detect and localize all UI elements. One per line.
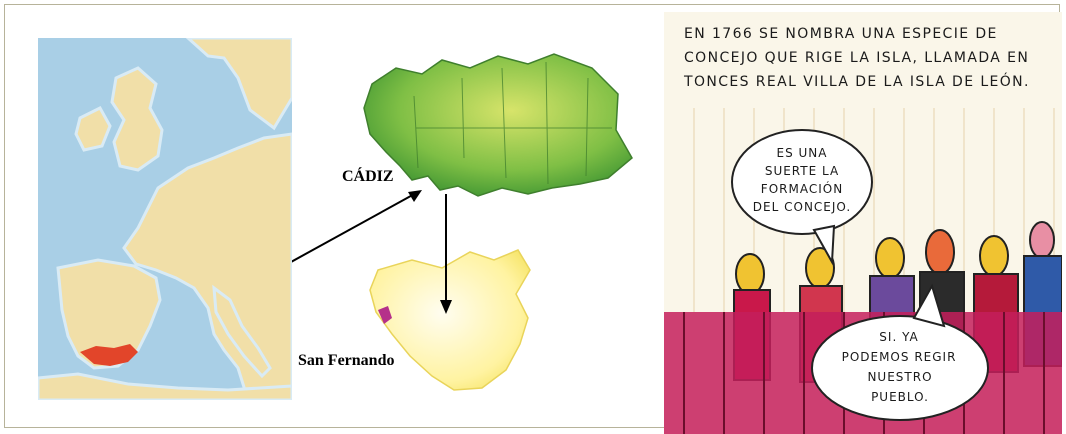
- comic-caption-line-3: TONCES REAL VILLA DE LA ISLA DE LEÓN.: [684, 74, 1030, 90]
- san-fernando-label: San Fernando: [298, 352, 395, 369]
- regional-maps: [292, 38, 668, 400]
- continental-europe: [122, 132, 292, 400]
- ireland: [74, 106, 112, 152]
- iberian-peninsula: [56, 258, 162, 370]
- arrow-head-province: [440, 300, 452, 314]
- arrow-head-cadiz: [408, 190, 422, 202]
- bubble-1-line-2: SUERTE LA: [764, 164, 840, 178]
- speech-bubble-1-tail: [812, 224, 836, 266]
- bubble-1-line-3: FORMACIÓN: [760, 182, 844, 196]
- bubble-2-line-2: PODEMOS REGIR: [841, 350, 957, 364]
- andalusia-map: [363, 53, 633, 197]
- europe-map-svg: [38, 38, 292, 400]
- comic-drawing: [664, 12, 1062, 434]
- regional-maps-svg: [292, 53, 633, 391]
- italy: [212, 284, 272, 379]
- speech-bubble-1: [731, 129, 873, 235]
- bubble-2-line-3: NUESTRO: [867, 370, 933, 384]
- province-borders: [413, 61, 612, 185]
- bubble-1-line-1: ES UNA: [776, 146, 828, 160]
- scandinavia: [185, 38, 292, 131]
- comic-caption-line-2: CONCEJO QUE RIGE LA ISLA, LLAMADA EN: [684, 50, 1030, 66]
- arrow-europe-to-cadiz: [292, 191, 419, 263]
- speech-bubble-2: [811, 315, 989, 421]
- europe-map: [38, 38, 292, 400]
- bubble-2-line-4: PUEBLO.: [871, 390, 929, 404]
- cadiz-province-map: [369, 249, 531, 391]
- cadiz-label: CÁDIZ: [342, 168, 394, 185]
- comic-panel: EN 1766 SE NOMBRA UNA ESPECIE DE CONCEJO…: [664, 12, 1062, 434]
- bubble-1-line-4: DEL CONCEJO.: [752, 200, 852, 214]
- great-britain: [110, 66, 164, 172]
- north-africa: [38, 372, 292, 400]
- comic-caption-line-1: EN 1766 SE NOMBRA UNA ESPECIE DE: [684, 26, 998, 42]
- speech-bubble-2-tail: [912, 283, 946, 328]
- bubble-2-line-1: SI. YA: [879, 330, 919, 344]
- andalusia-highlight: [80, 344, 138, 366]
- san-fernando-highlight: [378, 306, 392, 324]
